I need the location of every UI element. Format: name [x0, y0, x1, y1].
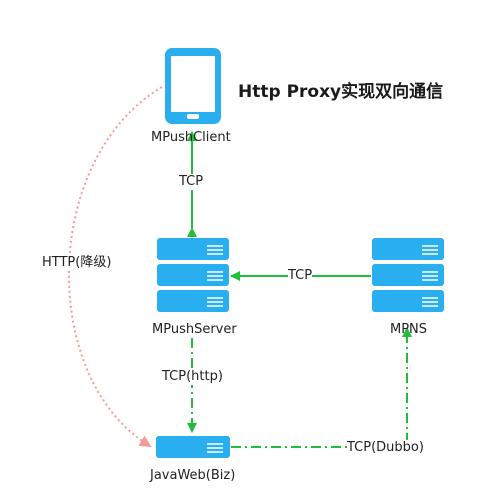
node-label-javaweb: JavaWeb(Biz): [150, 468, 236, 483]
node-label-mpns: MPNS: [390, 322, 428, 337]
edge-label-javaweb-mpns: TCP(Dubbo): [347, 440, 424, 456]
mpushserver-server-icon: [157, 238, 229, 312]
smartphone-icon: [165, 48, 221, 124]
edge-label-server-javaweb: TCP(http): [162, 369, 223, 385]
node-label-mpushclient: MPushClient: [151, 130, 231, 145]
edge-label-client-javaweb: HTTP(降级): [42, 255, 112, 271]
edge-label-mpns-server: TCP: [288, 268, 313, 284]
diagram-title: Http Proxy实现双向通信: [238, 82, 444, 102]
node-label-mpushserver: MPushServer: [152, 322, 237, 337]
mpns-server-icon: [372, 238, 444, 312]
edge-javaweb-mpns: [231, 327, 412, 448]
edge-label-client-server: TCP: [179, 174, 204, 190]
javaweb-server-icon: [156, 436, 230, 458]
